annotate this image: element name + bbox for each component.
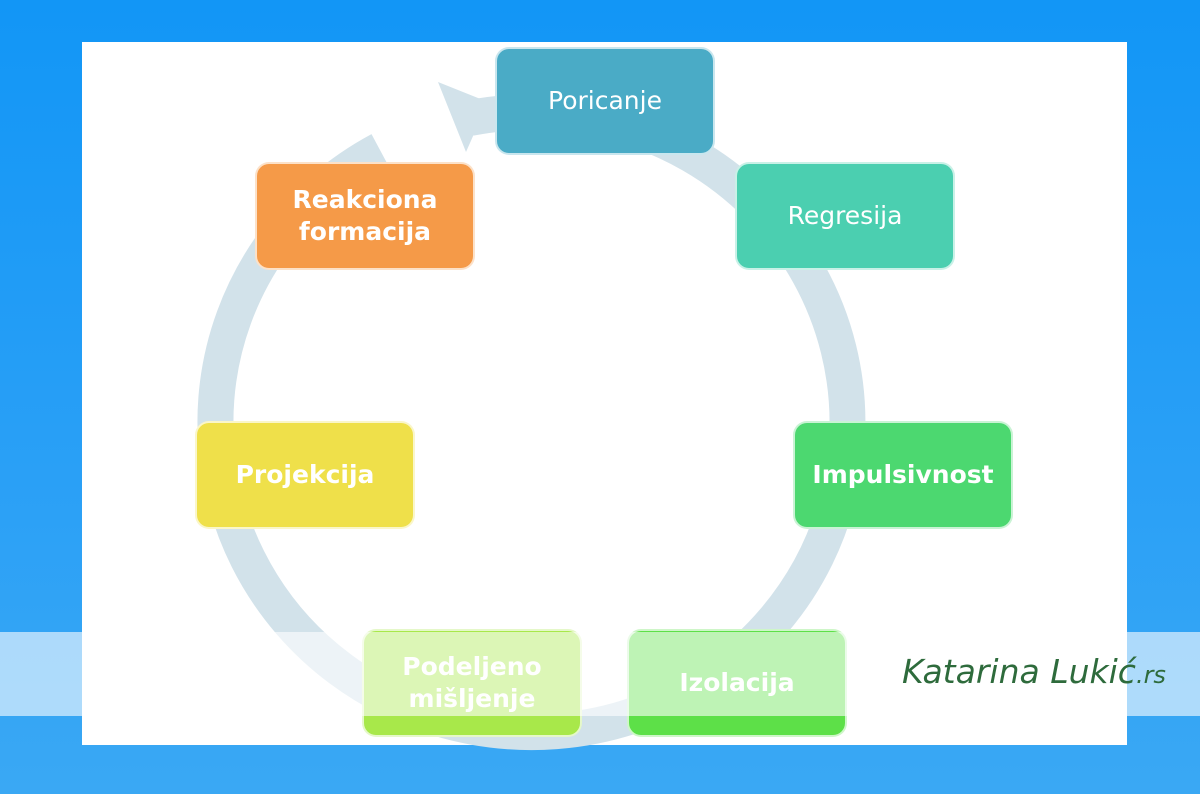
node-label: Regresija (787, 200, 903, 230)
node-label: Reakciona (292, 184, 438, 214)
node-label: Podeljeno (402, 651, 542, 681)
watermark-name: Katarina Lukić (902, 652, 1136, 691)
watermark-text: Katarina Lukić.rs (902, 652, 1166, 691)
node-impulsivnost: Impulsivnost (793, 421, 1013, 529)
node-regresija: Regresija (735, 162, 955, 270)
node-label: Poricanje (548, 85, 662, 115)
node-label: Impulsivnost (812, 459, 994, 489)
watermark-tld: .rs (1135, 661, 1166, 689)
node-projekcija: Projekcija (195, 421, 415, 529)
node-reakciona-formacija: Reakciona formacija (255, 162, 475, 270)
watermark-band (0, 632, 1200, 716)
node-label: Projekcija (235, 459, 375, 489)
node-label: formacija (298, 217, 432, 246)
node-label: mišljenje (408, 684, 536, 713)
node-poricanje: Poricanje (495, 47, 715, 155)
cycle-arrowhead (438, 82, 488, 152)
node-label: Izolacija (679, 667, 795, 697)
diagram-panel (82, 42, 1127, 745)
